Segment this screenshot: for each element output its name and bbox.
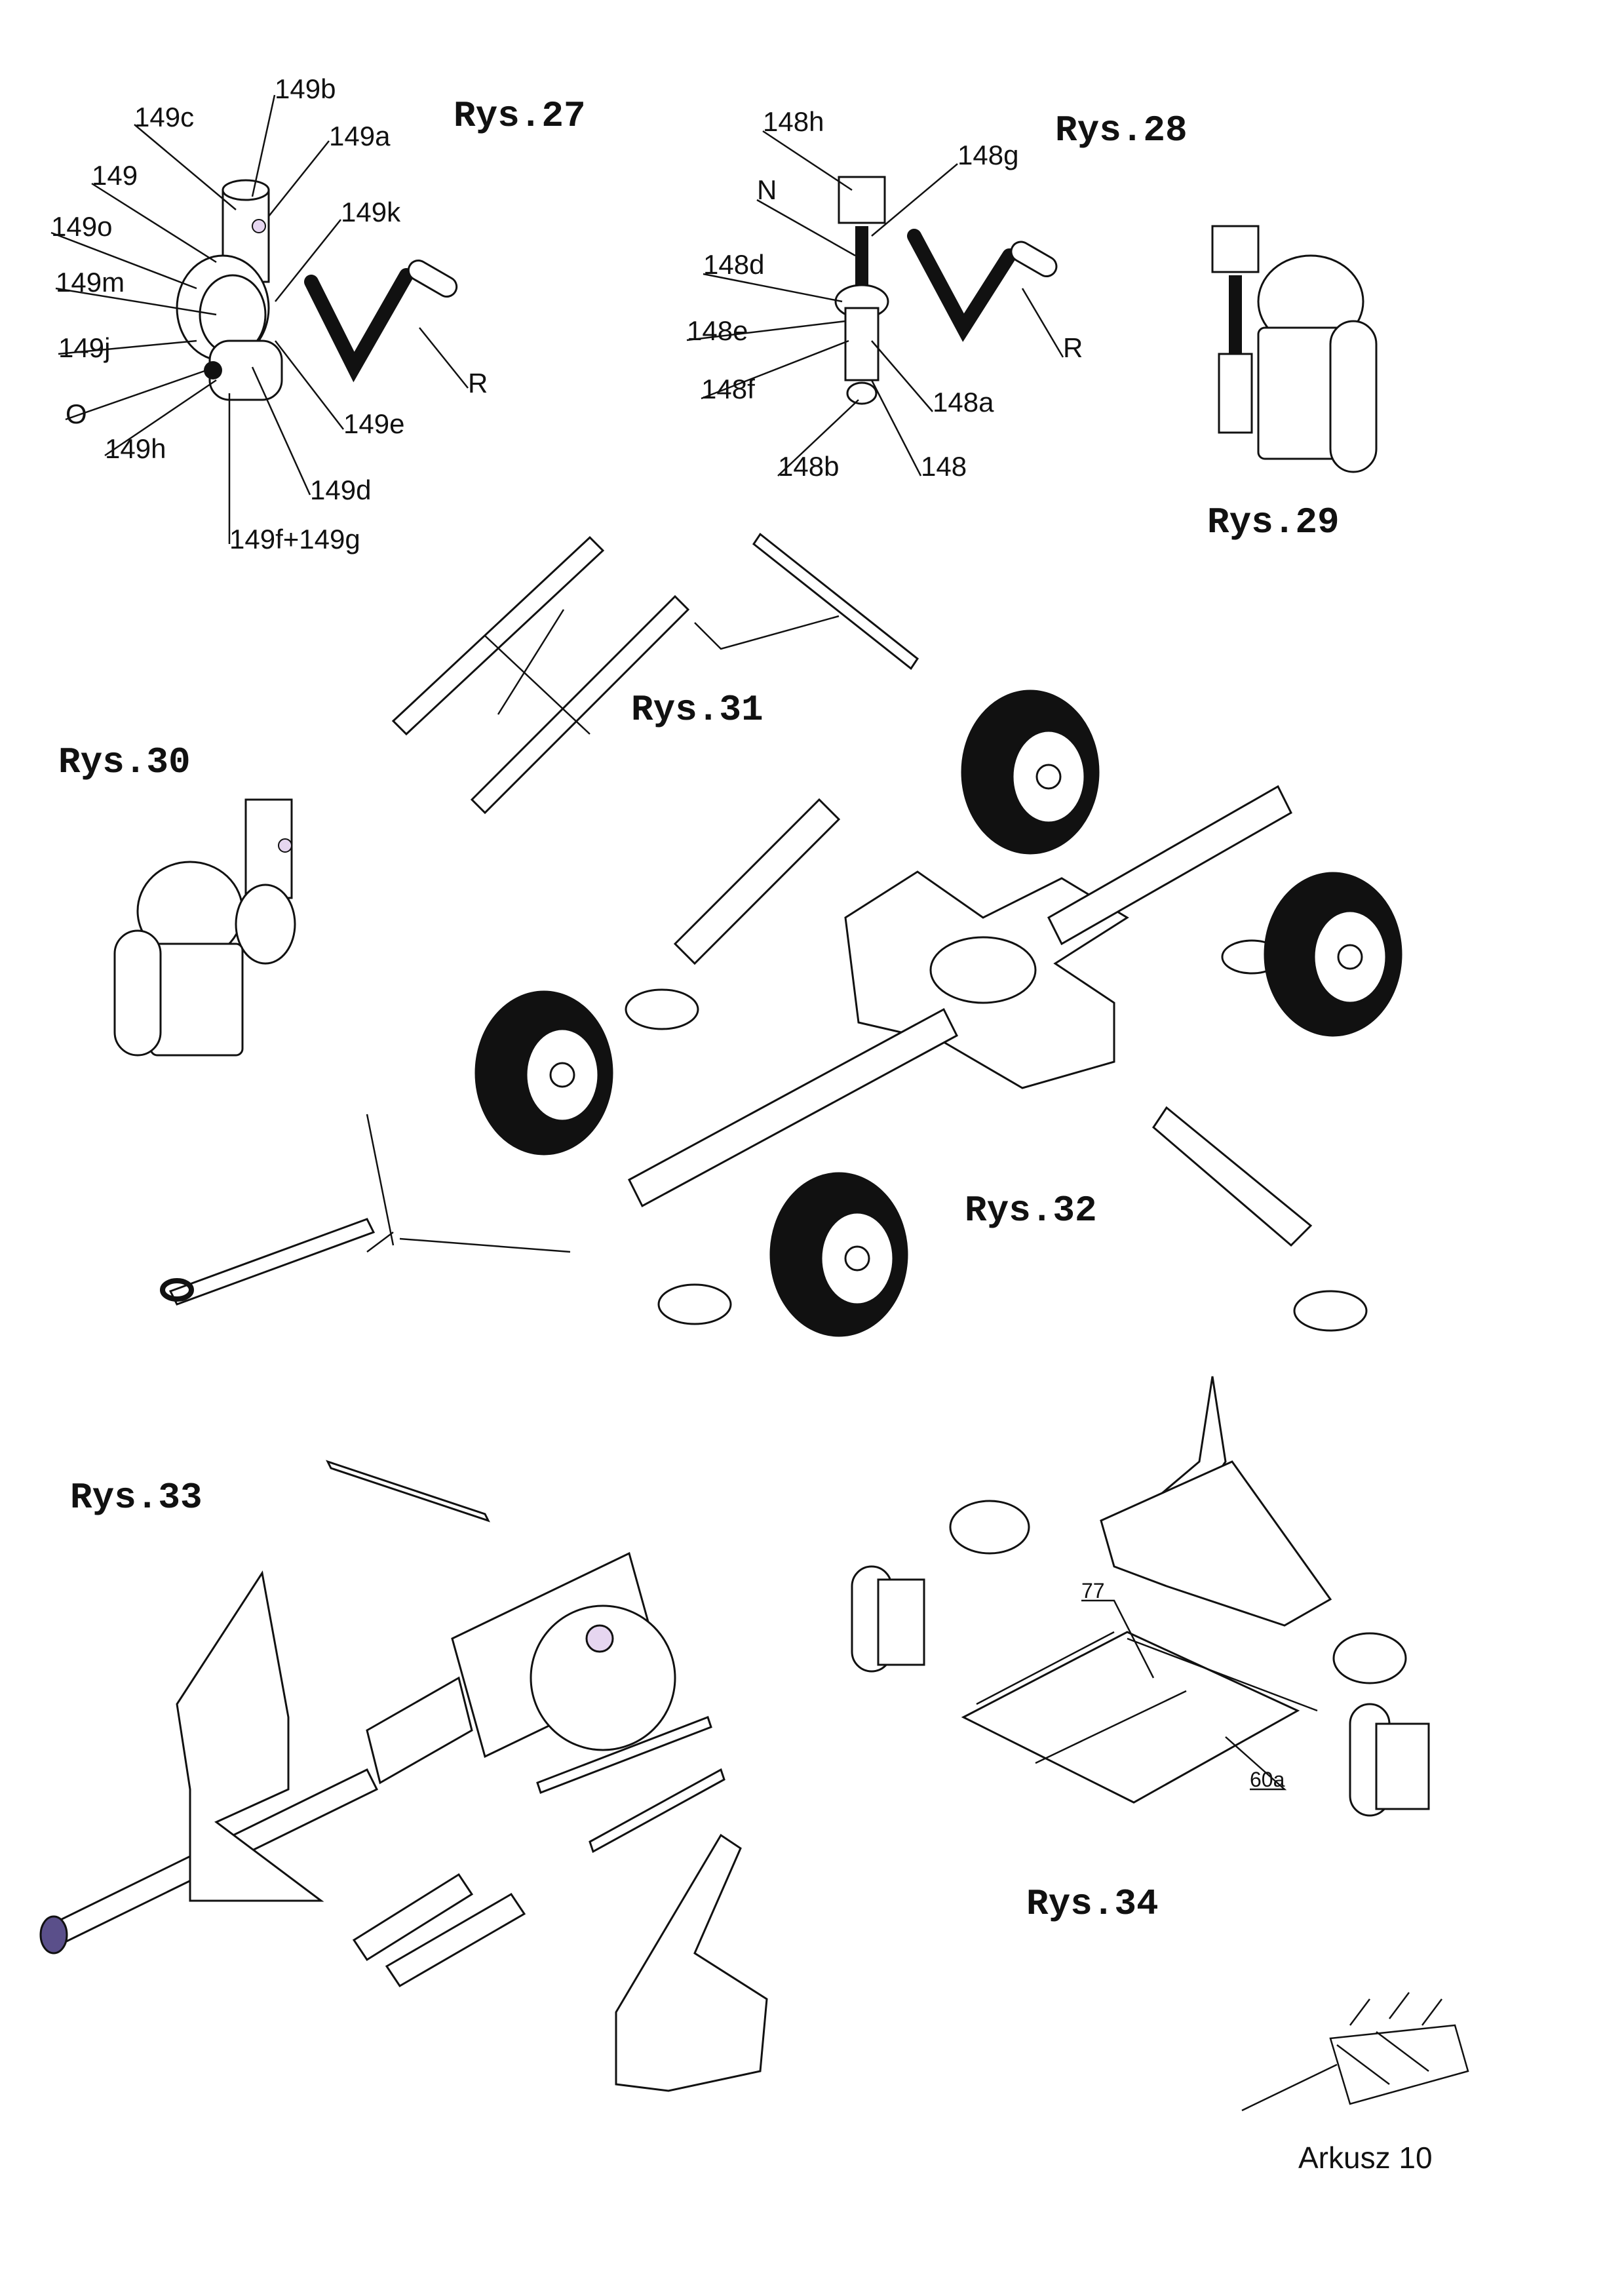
figure-label-rys33: Rys.33: [70, 1477, 203, 1519]
part-label: 149: [92, 160, 138, 191]
finished-model-thumbnail: [1241, 1992, 1469, 2112]
part-label: N: [757, 174, 777, 205]
rys33-drawing: [39, 1460, 768, 2092]
part-label: 60a: [1250, 1768, 1285, 1791]
part-label: 149b: [275, 73, 336, 104]
figure-label-rys32: Rys.32: [965, 1190, 1097, 1232]
rys29-drawing: [1211, 225, 1378, 473]
figure-label-rys31: Rys.31: [631, 689, 764, 731]
part-label: 77: [1081, 1579, 1105, 1603]
part-label: 149k: [341, 197, 401, 227]
part-label: R: [468, 368, 488, 399]
part-label: 148f: [701, 374, 755, 404]
part-label: 149j: [58, 332, 110, 363]
figure-label-rys29: Rys.29: [1207, 501, 1340, 543]
rys28-drawing: [686, 130, 1064, 476]
part-label: 148h: [763, 106, 824, 137]
part-label: 149a: [329, 121, 391, 151]
figure-label-rys27: Rys.27: [454, 95, 586, 137]
part-label: 148d: [703, 249, 764, 280]
part-label: 148a: [933, 387, 994, 418]
figure-label-rys30: Rys.30: [58, 741, 191, 783]
part-label: 149f+149g: [229, 524, 360, 554]
rys27-drawing: [50, 94, 469, 544]
figure-label-rys28: Rys.28: [1055, 109, 1188, 151]
part-label: 149o: [51, 211, 112, 242]
part-label: R: [1063, 332, 1083, 363]
sheet-number: Arkusz 10: [1298, 2141, 1433, 2175]
part-label: 148g: [957, 140, 1018, 170]
part-label: 149e: [343, 408, 404, 439]
rys30-drawing: [113, 798, 296, 1057]
part-label: 149m: [56, 267, 125, 298]
figure-label-rys34: Rys.34: [1026, 1883, 1159, 1925]
wheels: [474, 690, 1402, 1337]
part-label: O: [66, 399, 87, 429]
part-label: 148e: [687, 315, 748, 346]
rys31-drawing: [391, 532, 919, 815]
part-label: 149h: [105, 433, 166, 464]
rys34-drawing: [851, 1376, 1430, 1817]
part-label: 149d: [310, 475, 371, 505]
part-label: 148: [921, 451, 967, 482]
rys32-drawing: [160, 785, 1368, 1332]
part-label: 148b: [778, 451, 839, 482]
part-label: 149c: [134, 102, 194, 132]
